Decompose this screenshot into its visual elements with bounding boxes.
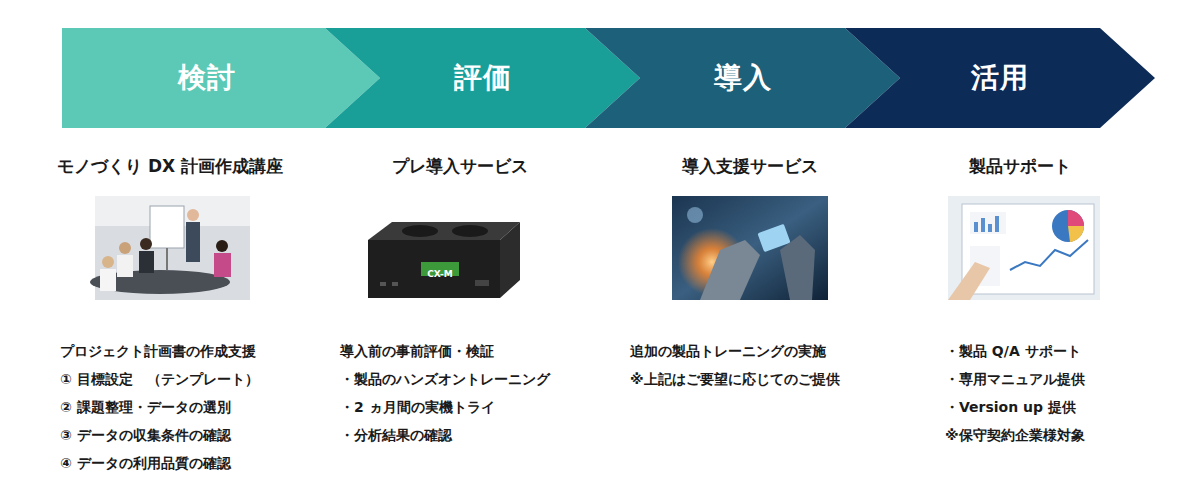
label-slot: プレ導入サービス bbox=[392, 153, 528, 180]
label-slot: モノづくり DX 計画作成講座 bbox=[57, 153, 283, 180]
chevron-fill bbox=[585, 28, 900, 128]
list-item: 追加の製品トレーニングの実施 bbox=[630, 343, 826, 359]
label-slot: ・専用マニュアル提供 bbox=[945, 368, 1085, 390]
service-heading: モノづくり DX 計画作成講座 bbox=[57, 156, 283, 176]
phase-chevron: 活用 bbox=[845, 28, 1155, 128]
list-item: ※上記はご要望に応じてのご提供 bbox=[630, 371, 840, 387]
label-slot: ※保守契約企業様対象 bbox=[945, 424, 1085, 446]
phase-name: 評価 bbox=[454, 59, 512, 97]
label-slot: ① 目標設定 （テンプレート） bbox=[60, 368, 259, 390]
device-tag: CX-M bbox=[427, 269, 453, 279]
technology-image bbox=[672, 196, 828, 300]
service-heading: 製品サポート bbox=[969, 156, 1071, 176]
chevron-fill bbox=[62, 28, 380, 128]
label-slot: ・製品 Q/A サポート bbox=[945, 340, 1081, 362]
phase-chevron: 導入 bbox=[585, 28, 900, 128]
label-slot: ・分析結果の確認 bbox=[340, 424, 452, 446]
phase-name: 検討 bbox=[178, 59, 236, 97]
label-slot: 追加の製品トレーニングの実施 bbox=[630, 340, 826, 362]
chevron-fill bbox=[845, 28, 1155, 128]
label-slot: ・製品のハンズオントレーニング bbox=[340, 368, 550, 390]
label-slot: ・2 ヵ月間の実機トライ bbox=[340, 396, 495, 418]
label-slot: ④ データの利用品質の確認 bbox=[60, 452, 231, 474]
phase-chevron: 評価 bbox=[325, 28, 640, 128]
list-item: プロジェクト計画書の作成支援 bbox=[60, 343, 256, 359]
label-slot: プロジェクト計画書の作成支援 bbox=[60, 340, 256, 362]
service-heading: 導入支援サービス bbox=[682, 156, 818, 176]
device-image bbox=[368, 222, 520, 298]
list-item: ・専用マニュアル提供 bbox=[945, 371, 1085, 387]
list-item: ・分析結果の確認 bbox=[340, 427, 452, 443]
label-slot: 導入支援サービス bbox=[682, 153, 818, 180]
label-slot: ② 課題整理・データの選別 bbox=[60, 396, 231, 418]
list-item: ※保守契約企業様対象 bbox=[945, 427, 1085, 443]
list-item: 導入前の事前評価・検証 bbox=[340, 343, 494, 359]
meeting-photo bbox=[90, 196, 250, 300]
list-item: ・製品 Q/A サポート bbox=[945, 343, 1081, 359]
list-item: ② 課題整理・データの選別 bbox=[60, 399, 231, 415]
label-slot: ・Version up 提供 bbox=[945, 396, 1076, 418]
service-heading: プレ導入サービス bbox=[392, 156, 528, 176]
chevron-fill bbox=[325, 28, 640, 128]
label-slot: ※上記はご要望に応じてのご提供 bbox=[630, 368, 840, 390]
label-slot: CX-M bbox=[427, 262, 453, 281]
list-item: ・Version up 提供 bbox=[945, 399, 1076, 415]
list-item: ④ データの利用品質の確認 bbox=[60, 455, 231, 471]
list-item: ・2 ヵ月間の実機トライ bbox=[340, 399, 495, 415]
list-item: ③ データの収集条件の確認 bbox=[60, 427, 231, 443]
label-slot: 導入前の事前評価・検証 bbox=[340, 340, 494, 362]
label-slot: ③ データの収集条件の確認 bbox=[60, 424, 231, 446]
phase-name: 活用 bbox=[971, 59, 1029, 97]
label-slot: 製品サポート bbox=[969, 153, 1071, 180]
list-item: ① 目標設定 （テンプレート） bbox=[60, 371, 259, 387]
phase-name: 導入 bbox=[714, 59, 772, 97]
list-item: ・製品のハンズオントレーニング bbox=[340, 371, 550, 387]
phase-chevron: 検討 bbox=[62, 28, 380, 128]
screen-image bbox=[948, 196, 1100, 300]
